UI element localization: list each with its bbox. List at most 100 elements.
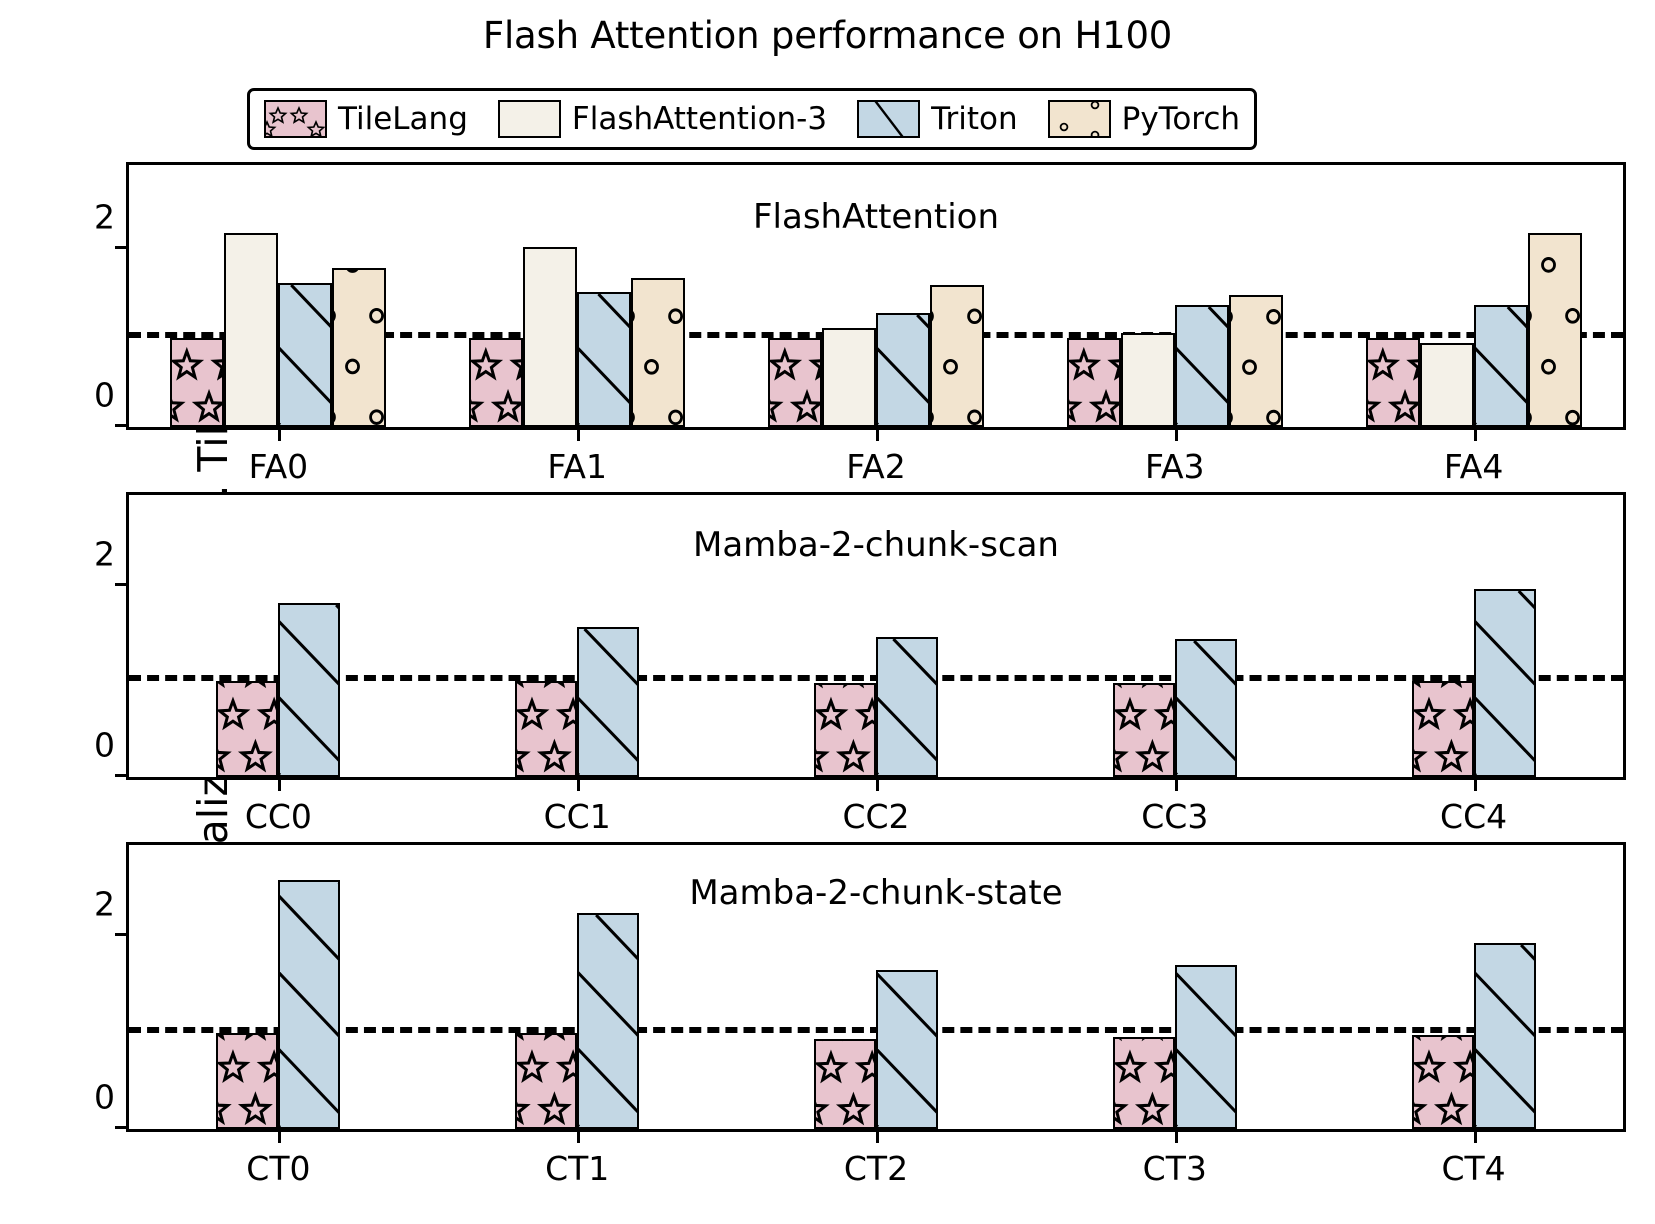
chart-title: Flash Attention performance on H100 bbox=[482, 14, 1173, 57]
bar-tilelang-ct4 bbox=[1411, 1034, 1474, 1129]
y-axis-tick bbox=[115, 246, 129, 250]
legend-label-tilelang: TileLang bbox=[338, 100, 468, 137]
bar-triton-cc4 bbox=[1473, 588, 1536, 777]
bar-triton-cc2 bbox=[875, 637, 938, 777]
bar-pytorch-fa3 bbox=[1228, 294, 1283, 427]
x-axis-tick-label: FA4 bbox=[1443, 447, 1504, 486]
x-axis-tick bbox=[875, 777, 879, 791]
bar-group: CC4 bbox=[1324, 495, 1623, 836]
bar-tilelang-ct1 bbox=[515, 1032, 578, 1129]
legend-entry-triton: Triton bbox=[857, 100, 1018, 138]
x-axis-tick-label: CC2 bbox=[842, 797, 910, 836]
x-axis-tick bbox=[577, 427, 581, 441]
bar-triton-cc1 bbox=[577, 626, 640, 777]
bar-triton-fa1 bbox=[577, 292, 632, 427]
bar-tilelang-cc3 bbox=[1112, 683, 1175, 777]
x-axis-tick bbox=[577, 1129, 581, 1143]
x-axis-tick-label: CC0 bbox=[244, 797, 312, 836]
bar-tilelang-cc4 bbox=[1411, 681, 1474, 777]
legend-entry-flashattention-3: FlashAttention-3 bbox=[497, 100, 828, 138]
y-axis-tick bbox=[115, 774, 129, 777]
x-axis-tick-label: FA3 bbox=[1145, 447, 1205, 486]
x-axis-tick-label: CT1 bbox=[545, 1149, 610, 1188]
y-axis-tick bbox=[115, 933, 129, 937]
x-axis-tick bbox=[1473, 427, 1477, 441]
bar-group: FA4 bbox=[1324, 165, 1623, 486]
x-axis-tick bbox=[278, 1129, 282, 1143]
y-axis-tick bbox=[115, 424, 129, 427]
x-axis-tick bbox=[577, 777, 581, 791]
bar-triton-ct0 bbox=[278, 879, 341, 1129]
x-axis-tick bbox=[278, 777, 282, 791]
x-axis-tick-label: FA1 bbox=[547, 447, 607, 486]
x-axis-tick-label: CC4 bbox=[1440, 797, 1508, 836]
star-hatch-swatch-icon bbox=[264, 100, 327, 138]
x-axis-tick-label: FA2 bbox=[846, 447, 906, 486]
x-axis-tick bbox=[1174, 1129, 1178, 1143]
plain-swatch-icon bbox=[497, 100, 561, 138]
bar-pytorch-fa2 bbox=[929, 284, 984, 427]
bar-tilelang-cc1 bbox=[515, 681, 578, 777]
bar-group: CT3 bbox=[1025, 845, 1324, 1188]
bar-group: FA2 bbox=[727, 165, 1026, 486]
x-axis-tick-label: CC1 bbox=[543, 797, 611, 836]
legend-label-pytorch: PyTorch bbox=[1121, 100, 1241, 137]
x-axis-tick-label: CT0 bbox=[246, 1149, 311, 1188]
bar-tilelang-fa3 bbox=[1066, 338, 1121, 427]
bar-tilelang-ct3 bbox=[1112, 1036, 1175, 1129]
bar-tilelang-cc2 bbox=[813, 683, 876, 777]
bar-triton-fa2 bbox=[875, 313, 930, 427]
bar-triton-fa0 bbox=[278, 283, 333, 427]
x-axis-tick bbox=[1473, 1129, 1477, 1143]
bar-triton-fa4 bbox=[1473, 305, 1528, 427]
chart-legend: TileLang FlashAttention-3 Triton bbox=[247, 88, 1258, 150]
bar-flashattention-3-fa1 bbox=[523, 246, 578, 427]
y-axis-tick bbox=[115, 582, 129, 586]
bar-group: FA1 bbox=[428, 165, 727, 486]
x-axis-tick-label: CT3 bbox=[1142, 1149, 1207, 1188]
bar-pytorch-fa0 bbox=[332, 268, 387, 427]
bar-flashattention-3-fa0 bbox=[224, 232, 279, 427]
bar-tilelang-fa0 bbox=[170, 338, 225, 427]
y-axis-tick-label: 2 bbox=[94, 534, 115, 574]
x-axis-tick-label: CT4 bbox=[1441, 1149, 1506, 1188]
bar-tilelang-fa2 bbox=[767, 338, 822, 427]
x-axis-tick bbox=[1174, 427, 1178, 441]
bar-pytorch-fa4 bbox=[1527, 232, 1582, 427]
bar-flashattention-3-fa3 bbox=[1120, 332, 1175, 427]
bar-group: CT1 bbox=[428, 845, 727, 1188]
bar-tilelang-ct0 bbox=[216, 1032, 279, 1129]
x-axis-tick-label: FA0 bbox=[248, 447, 309, 486]
legend-label-triton: Triton bbox=[931, 100, 1018, 137]
bar-tilelang-cc0 bbox=[216, 681, 279, 777]
legend-entry-pytorch: PyTorch bbox=[1047, 100, 1241, 138]
x-axis-tick bbox=[1473, 777, 1477, 791]
diagonal-hatch-swatch-icon bbox=[857, 100, 921, 138]
bar-group: CC1 bbox=[428, 495, 727, 836]
bar-group: CT2 bbox=[727, 845, 1026, 1188]
bar-group: CC2 bbox=[727, 495, 1026, 836]
bar-flashattention-3-fa2 bbox=[821, 328, 876, 427]
bar-triton-cc3 bbox=[1174, 639, 1237, 777]
legend-entry-tilelang: TileLang bbox=[264, 100, 468, 138]
bar-tilelang-fa1 bbox=[469, 338, 524, 427]
x-axis-tick-label: CC3 bbox=[1141, 797, 1209, 836]
bar-group: CT4 bbox=[1324, 845, 1623, 1188]
legend-label-flashattention-3: FlashAttention-3 bbox=[571, 100, 828, 137]
bar-triton-ct4 bbox=[1473, 943, 1536, 1129]
x-axis-tick bbox=[278, 427, 282, 441]
bar-triton-ct3 bbox=[1174, 965, 1237, 1129]
bar-triton-ct2 bbox=[875, 970, 938, 1129]
x-axis-tick bbox=[875, 427, 879, 441]
y-axis-tick-label: 2 bbox=[94, 197, 115, 237]
y-axis-tick bbox=[115, 1126, 129, 1129]
bar-tilelang-ct2 bbox=[813, 1038, 876, 1129]
y-axis-tick-label: 2 bbox=[94, 884, 115, 924]
bar-flashattention-3-fa4 bbox=[1419, 342, 1474, 427]
